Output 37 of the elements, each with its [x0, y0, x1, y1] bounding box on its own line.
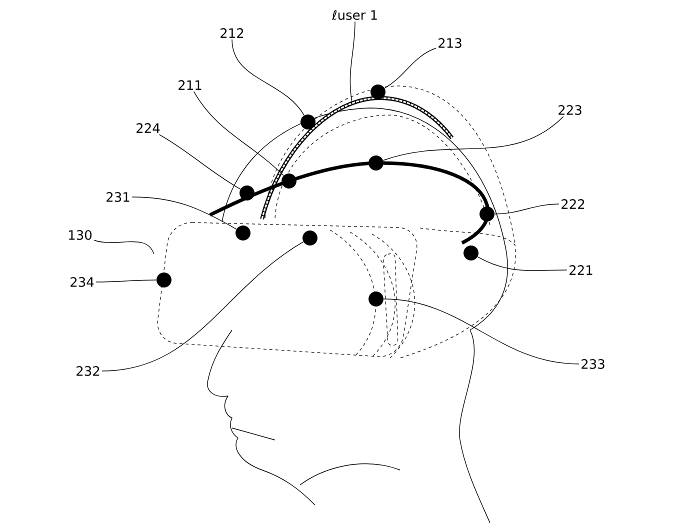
callout-number: 223 [558, 105, 582, 115]
callout-number: 212 [220, 28, 244, 38]
callout-number: 232 [76, 366, 100, 376]
leader-line [232, 39, 304, 116]
sensor-dot [156, 272, 172, 288]
sensor-dot [480, 206, 494, 222]
leader-line [383, 298, 580, 364]
sensor-dot [282, 174, 296, 188]
callout-number: 234 [70, 277, 94, 287]
sensor-dot [236, 226, 250, 240]
callout-number: 222 [562, 199, 584, 209]
leader-line [494, 204, 560, 214]
sensor-dot [368, 156, 384, 170]
sensor-dot [300, 114, 316, 130]
leader-line [384, 48, 436, 88]
sensor-dot [240, 186, 254, 200]
leader-line [158, 134, 241, 190]
leader-line [382, 116, 564, 161]
callout-number: 211 [178, 80, 202, 90]
leader-line [350, 21, 356, 102]
sensor-dot [368, 292, 384, 306]
callout-number: 224 [136, 123, 160, 133]
sensor-dot [302, 230, 318, 246]
leader-line [96, 280, 157, 282]
leader-line [132, 196, 237, 230]
callout-number: ℓuser 1 [332, 10, 377, 20]
sensor-dot [370, 84, 386, 100]
callout-number: 231 [106, 192, 130, 202]
callout-number: 213 [438, 38, 462, 48]
callout-number: 221 [570, 265, 592, 275]
leader-line [193, 91, 284, 176]
callout-number: 233 [582, 359, 604, 369]
sensor-dot [464, 246, 478, 260]
leader-line [102, 242, 304, 372]
leader-line [477, 256, 568, 271]
callout-number: 130 [69, 230, 92, 240]
leader-line [94, 240, 154, 254]
